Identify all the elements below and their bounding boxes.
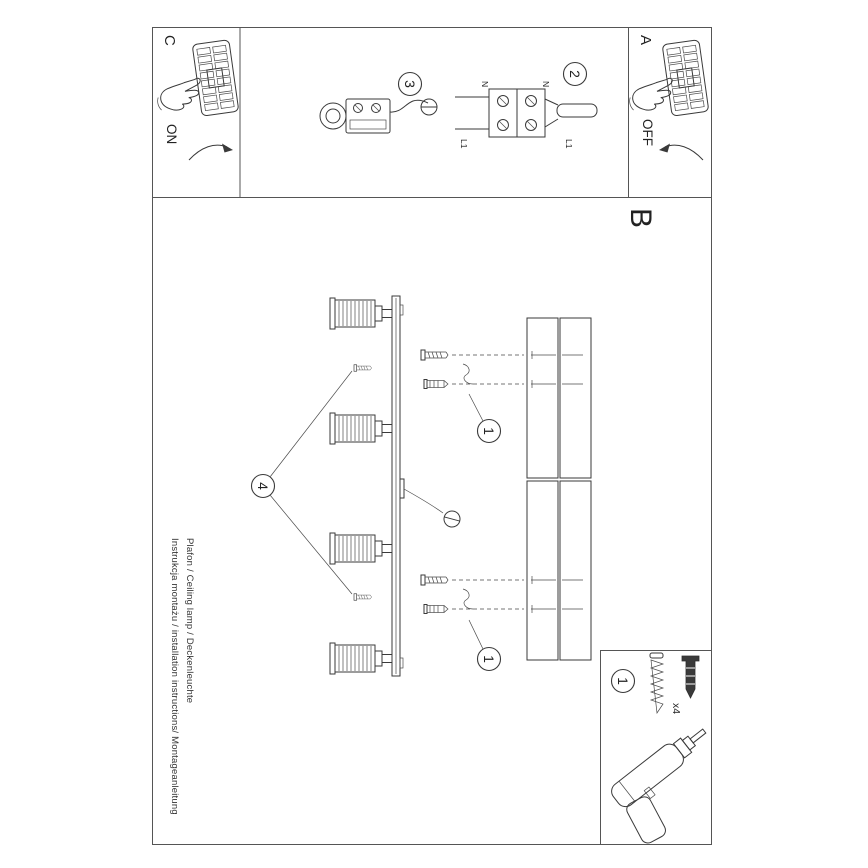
step-2-badge: 2 xyxy=(562,61,588,87)
cable-curve xyxy=(389,99,429,113)
cable-sheath xyxy=(556,103,598,118)
step-4-badge: 4 xyxy=(250,473,276,499)
fastener-group-bottom xyxy=(420,574,524,614)
product-name: Plafon / Ceiling lamp / Deckenleuchte xyxy=(184,538,195,703)
flathead-screw-icon xyxy=(441,508,463,530)
step-1-badge-bottom: 1 xyxy=(476,646,502,672)
wall-plug-icon xyxy=(681,655,700,699)
svg-text:1: 1 xyxy=(615,677,631,685)
bracket-clip-icon xyxy=(462,588,474,610)
panel-a-switch-off: A OFF xyxy=(625,27,712,198)
wire-label-l1-left: L1 xyxy=(459,139,469,149)
screw-icon xyxy=(649,652,665,714)
leader-line xyxy=(269,370,353,478)
spotlight-head-1 xyxy=(329,297,393,330)
cord-grip-diagram xyxy=(319,98,438,134)
svg-text:2: 2 xyxy=(567,70,583,78)
leader-line xyxy=(468,393,484,422)
light-switch-icon xyxy=(191,39,240,117)
mounting-rail-top xyxy=(526,317,592,479)
svg-text:1: 1 xyxy=(481,655,497,663)
step-3-badge: 3 xyxy=(397,71,423,97)
svg-text:4: 4 xyxy=(255,482,271,490)
wall-plug-icon xyxy=(423,379,449,389)
spotlight-head-2 xyxy=(329,412,393,445)
quantity-label: x4 xyxy=(670,703,682,714)
panel-a-state: OFF xyxy=(640,119,655,146)
section-b-label: B xyxy=(624,208,657,228)
spotlight-head-4 xyxy=(329,642,393,675)
pointing-hand-icon xyxy=(625,77,679,116)
leader-line xyxy=(468,619,484,650)
document-title: Instrukcja montażu / installation instru… xyxy=(169,538,180,815)
wall-plug-icon xyxy=(423,604,449,614)
turn-off-arrow-icon xyxy=(659,143,704,161)
mounting-rail-bottom xyxy=(526,480,592,661)
bracket-clip-icon xyxy=(462,363,474,385)
flathead-screw-icon xyxy=(420,98,438,116)
pointing-hand-icon xyxy=(153,77,207,116)
screw-leader-curve xyxy=(403,488,444,514)
fastener-group-top xyxy=(420,349,524,389)
screwdriver-tool-icon xyxy=(611,728,707,844)
mounting-screw-icon xyxy=(420,574,449,586)
turn-on-arrow-icon xyxy=(188,143,233,161)
parts-box: 1 x4 xyxy=(600,650,712,845)
lamp-assembly xyxy=(329,295,463,677)
fixing-screw-bottom-icon xyxy=(353,593,372,601)
panel-c-label: C xyxy=(161,35,178,46)
wire-label-n-left: N xyxy=(480,81,490,87)
leader-line xyxy=(269,494,353,595)
mounting-screw-icon xyxy=(420,349,449,361)
page-frame xyxy=(152,27,712,845)
parts-step-badge: 1 xyxy=(610,668,636,694)
step-1-badge-top: 1 xyxy=(476,418,502,444)
wire-label-n-right: N xyxy=(541,81,551,87)
svg-text:1: 1 xyxy=(481,427,497,435)
wire-label-l1-right: L1 xyxy=(564,139,574,149)
panel-a-label: A xyxy=(637,35,654,45)
spotlight-head-3 xyxy=(329,532,393,565)
panel-c-switch-on: C ON xyxy=(152,27,241,198)
panel-c-state: ON xyxy=(164,124,179,144)
terminal-diagram: N L1 N L1 xyxy=(455,81,598,149)
svg-text:3: 3 xyxy=(402,80,418,88)
fixing-screw-top-icon xyxy=(353,364,372,372)
